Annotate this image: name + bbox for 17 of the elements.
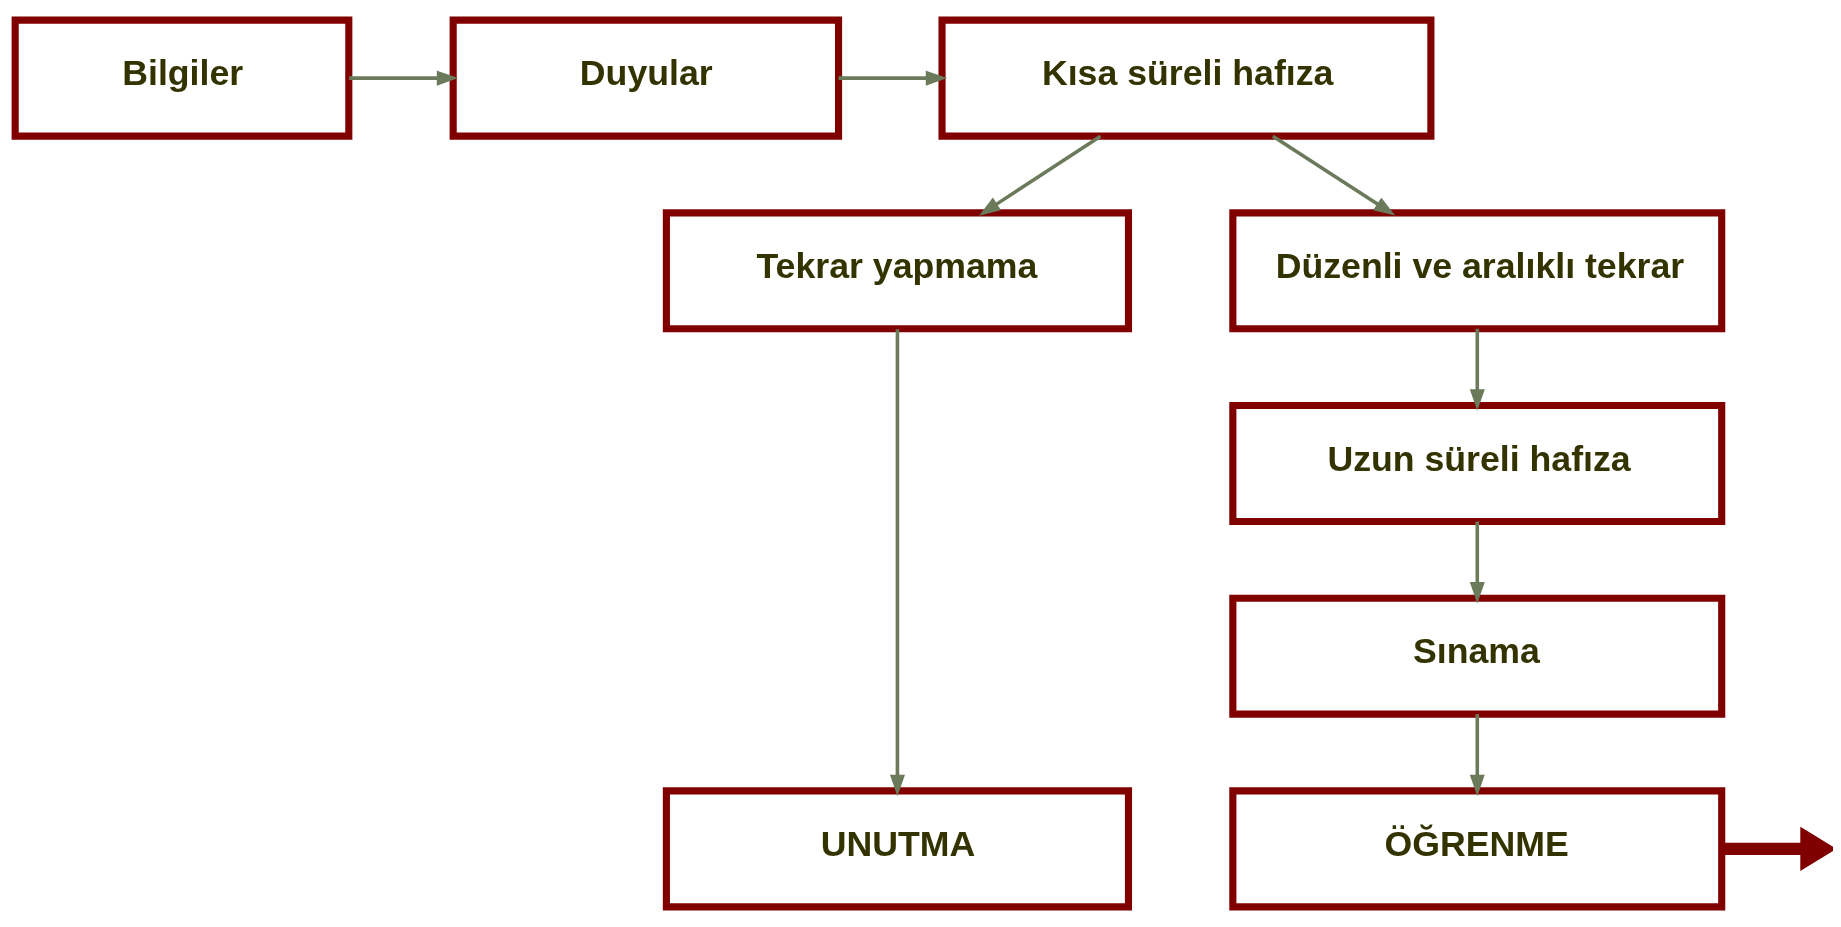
node-box: ÖĞRENME xyxy=(1229,787,1726,911)
node-box: Kısa süreli hafıza xyxy=(938,16,1435,140)
node-box: Sınama xyxy=(1229,594,1726,718)
node-box: Duyular xyxy=(449,16,843,140)
arrow xyxy=(1469,328,1485,411)
arrow xyxy=(979,134,1102,216)
node-box: UNUTMA xyxy=(662,787,1133,911)
node-box: Uzun süreli hafıza xyxy=(1229,401,1726,526)
arrow xyxy=(1469,521,1485,604)
node-box: Düzenli ve aralıklı tekrar xyxy=(1229,209,1726,333)
arrow xyxy=(838,70,948,86)
arrow xyxy=(1469,714,1485,797)
arrow xyxy=(889,329,905,797)
arrow xyxy=(349,70,459,86)
node-box: Tekrar yapmama xyxy=(662,209,1133,333)
arrow xyxy=(1271,134,1396,216)
node-box: Bilgiler xyxy=(11,16,353,140)
